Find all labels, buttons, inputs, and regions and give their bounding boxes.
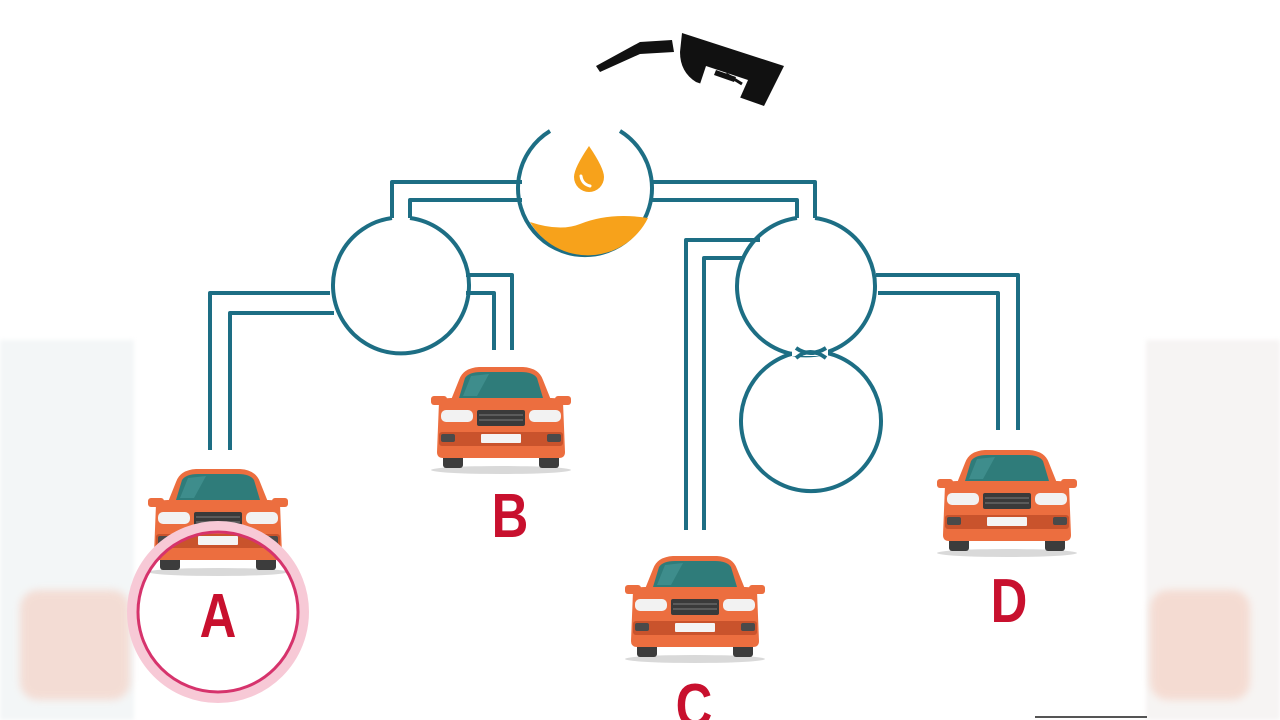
pipe-network (208, 129, 1020, 530)
corner-bar (1035, 716, 1147, 718)
fuel-level (530, 216, 648, 256)
answer-highlight-ring (136, 530, 300, 694)
ghost-car-right (1150, 590, 1250, 700)
left-tank (331, 216, 471, 356)
car-d (936, 449, 1078, 558)
fuel-drop-icon (574, 146, 604, 192)
car-c (624, 555, 766, 664)
label-d: D (990, 567, 1028, 636)
label-b: B (491, 482, 529, 551)
ghost-car-left (20, 590, 130, 700)
label-c: C (675, 672, 713, 720)
right-lower-tank (739, 350, 883, 494)
car-b (430, 366, 572, 475)
label-a: A (199, 582, 237, 651)
answer-highlight-glow (127, 521, 309, 703)
fuel-nozzle-icon (596, 33, 784, 106)
